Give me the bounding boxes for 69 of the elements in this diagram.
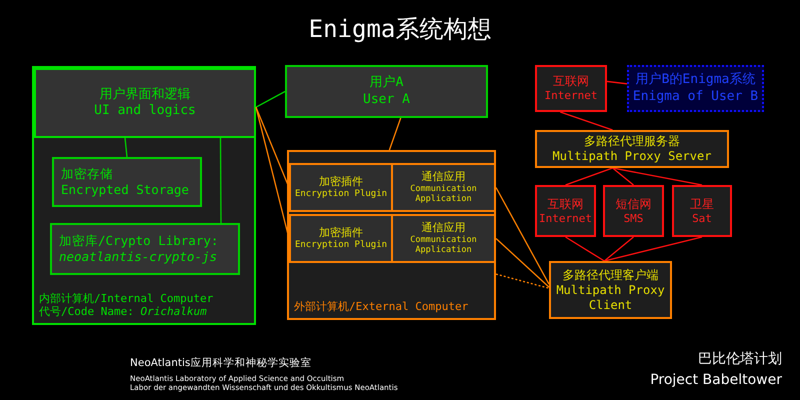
node-text: UI and logics <box>94 103 196 120</box>
process-box <box>285 65 488 118</box>
process-box <box>289 163 393 212</box>
node-text: 互联网 <box>548 196 584 212</box>
node-text: Sat <box>692 212 712 226</box>
process-box <box>34 68 256 138</box>
node-text: Internet <box>544 89 598 103</box>
node-text: 互联网 <box>553 74 589 90</box>
node-text: User A <box>363 92 410 108</box>
node-text: Encryption Plugin <box>294 188 388 200</box>
node-text: 多路径代理客户端 <box>562 268 658 282</box>
connector-line <box>496 238 550 288</box>
node-text: 加密库/Crypto Library: <box>59 233 218 249</box>
node-text: 代号/Code Name: Orichalkum <box>39 305 207 319</box>
lab-name: NeoAtlantis应用科学和神秘学实验室 <box>130 356 312 370</box>
connector-line <box>220 138 222 223</box>
process-box <box>50 223 240 275</box>
node-text: Encryption Plugin <box>294 240 388 251</box>
node-text: SMS <box>624 212 644 226</box>
connector-line <box>604 236 634 262</box>
connector-line <box>612 167 702 186</box>
process-box <box>289 214 393 263</box>
process-box <box>549 261 672 319</box>
network-box <box>672 185 732 237</box>
connector-line <box>604 236 702 262</box>
node-text: 外部计算机/External Computer <box>294 300 468 314</box>
connector-line <box>565 167 613 186</box>
node-text: Communication Application <box>409 234 478 256</box>
project-name: Project Babeltower <box>650 372 782 388</box>
project-name: 巴比伦塔计划 <box>698 350 782 368</box>
node-text: Communication Application <box>409 184 478 205</box>
diagram-title: Enigma系统构想 <box>308 14 492 44</box>
process-box <box>391 163 496 212</box>
node-text: 卫星 <box>690 196 714 212</box>
process-box <box>535 130 729 168</box>
node-text: 用户B的Enigma系统 <box>636 72 756 88</box>
connector-line <box>124 138 128 158</box>
connector-line <box>612 168 634 186</box>
connector-line <box>496 273 550 289</box>
node-text: 通信应用 <box>422 170 466 184</box>
node-text: neoatlantis-crypto-js <box>59 249 218 265</box>
system-box <box>627 65 764 112</box>
node-text: Multipath Proxy Client <box>555 282 666 312</box>
node-text: 加密插件 <box>319 175 363 189</box>
network-box <box>603 185 664 237</box>
node-text: 短信网 <box>616 196 652 212</box>
connector-line <box>256 90 286 108</box>
node-text: 内部计算机/Internal Computer <box>39 292 214 306</box>
node-text: 加密存储 <box>61 166 113 182</box>
node-text: Enigma of User B <box>632 88 758 105</box>
connector-line <box>560 111 613 131</box>
node-text: 加密插件 <box>319 226 363 240</box>
node-text: 多路径代理服务器 <box>584 134 680 149</box>
connector-line <box>495 187 550 285</box>
node-text: 通信应用 <box>422 221 466 235</box>
process-box <box>391 214 496 263</box>
connector-line <box>388 118 402 150</box>
network-box <box>535 65 607 112</box>
node-text: 用户A <box>370 75 404 92</box>
connector-line <box>606 80 628 84</box>
process-box <box>52 157 202 207</box>
node-text: 用户界面和逻辑 <box>100 86 190 103</box>
network-box <box>535 185 596 237</box>
computer-panel <box>32 66 256 325</box>
connector-line <box>565 236 605 262</box>
node-text: Multipath Proxy Server <box>552 149 712 164</box>
node-text: Encrypted Storage <box>61 182 189 198</box>
computer-panel <box>287 150 496 320</box>
node-text: Internet <box>539 212 592 226</box>
